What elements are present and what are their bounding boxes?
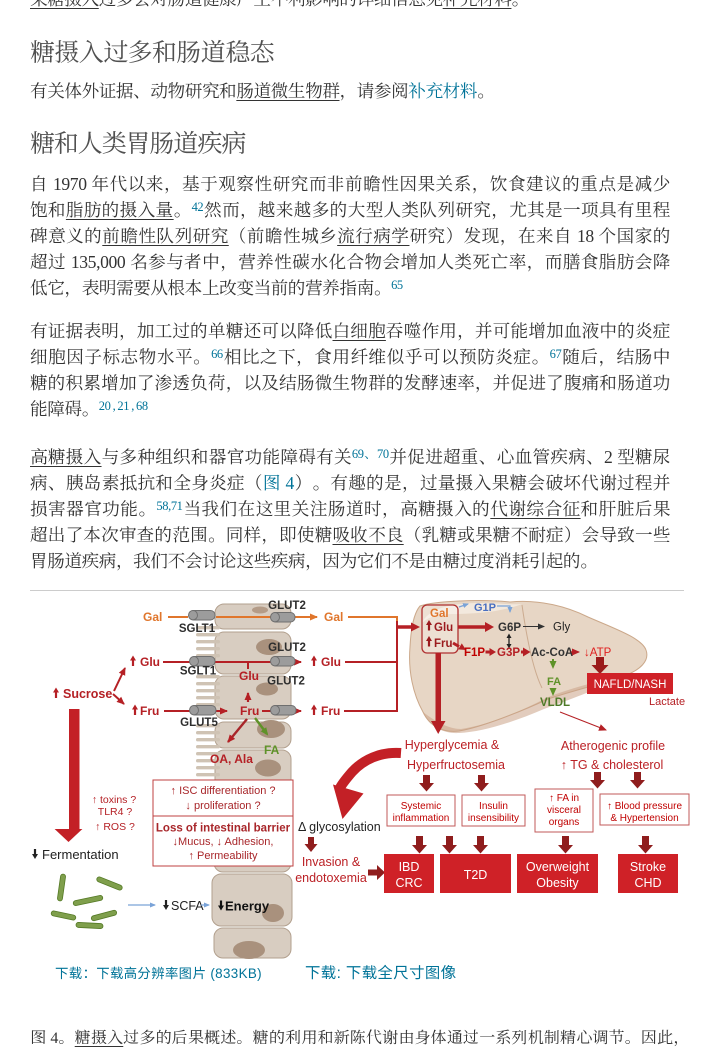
svg-text:Sucrose: Sucrose [63, 687, 112, 701]
svg-text:FA: FA [264, 743, 280, 757]
svg-text:VLDL: VLDL [540, 697, 570, 709]
svg-text:Insulin: Insulin [479, 801, 508, 812]
svg-text:GLUT2: GLUT2 [267, 676, 305, 688]
svg-text:Atherogenic profile: Atherogenic profile [561, 739, 665, 753]
svg-text:↑ toxins ?: ↑ toxins ? [92, 794, 137, 806]
svg-text:Gal: Gal [324, 610, 343, 624]
svg-text:↑ ISC differentiation ?: ↑ ISC differentiation ? [171, 785, 276, 797]
svg-text:Hyperglycemia &: Hyperglycemia & [405, 738, 500, 752]
svg-text:SGLT1: SGLT1 [179, 623, 216, 635]
svg-text:NAFLD/NASH: NAFLD/NASH [594, 679, 667, 691]
svg-text:CHD: CHD [634, 876, 661, 890]
svg-text:T2D: T2D [464, 868, 488, 882]
svg-text:insensibility: insensibility [468, 813, 519, 824]
svg-text:↓ATP: ↓ATP [584, 647, 612, 659]
svg-text:OA, Ala: OA, Ala [210, 752, 253, 766]
svg-text:Stroke: Stroke [630, 860, 666, 874]
svg-text:SCFA: SCFA [171, 899, 204, 913]
svg-text:Obesity: Obesity [536, 876, 579, 890]
svg-text:↓Mucus, ↓ Adhesion,: ↓Mucus, ↓ Adhesion, [173, 836, 274, 848]
svg-text:organs: organs [549, 817, 580, 828]
svg-text:Glu: Glu [321, 655, 341, 669]
svg-text:↑ FA in: ↑ FA in [549, 793, 579, 804]
svg-text:Gly: Gly [553, 622, 571, 634]
svg-text:Fru: Fru [240, 704, 259, 718]
svg-text:TLR4 ?: TLR4 ? [98, 806, 133, 818]
svg-text:endotoxemia: endotoxemia [295, 871, 367, 885]
svg-text:↑ Permeability: ↑ Permeability [188, 850, 258, 862]
svg-text:SGLT1: SGLT1 [180, 666, 217, 678]
svg-text:inflammation: inflammation [393, 813, 450, 824]
svg-text:GLUT2: GLUT2 [268, 600, 306, 612]
svg-text:G3P: G3P [497, 647, 520, 659]
svg-text:Loss of intestinal barrier: Loss of intestinal barrier [156, 823, 291, 835]
svg-text:Systemic: Systemic [401, 801, 442, 812]
svg-text:GLUT2: GLUT2 [268, 642, 306, 654]
svg-text:Gal: Gal [430, 608, 449, 620]
svg-text:Invasion &: Invasion & [302, 855, 361, 869]
svg-text:CRC: CRC [395, 876, 422, 890]
svg-text:visceral: visceral [547, 805, 581, 816]
svg-text:IBD: IBD [399, 860, 420, 874]
svg-text:Glu: Glu [239, 669, 259, 683]
svg-text:G6P: G6P [498, 622, 521, 634]
svg-text:Glu: Glu [434, 622, 453, 634]
svg-text:FA: FA [547, 676, 561, 688]
svg-text:Overweight: Overweight [526, 860, 590, 874]
svg-text:Fru: Fru [321, 704, 340, 718]
svg-text:Fermentation: Fermentation [42, 847, 119, 862]
svg-text:F1P: F1P [464, 647, 485, 659]
svg-text:Fru: Fru [434, 638, 453, 650]
svg-text:& Hypertension: & Hypertension [610, 813, 678, 824]
svg-text:Ac-CoA: Ac-CoA [531, 647, 573, 659]
svg-text:Gal: Gal [143, 610, 162, 624]
svg-text:G1P: G1P [474, 602, 496, 614]
svg-text:↑ Blood pressure: ↑ Blood pressure [607, 801, 682, 812]
svg-text:Lactate: Lactate [649, 696, 685, 708]
svg-text:↓ proliferation ?: ↓ proliferation ? [185, 800, 260, 812]
svg-text:Glu: Glu [140, 655, 160, 669]
svg-text:↑ ROS ?: ↑ ROS ? [95, 821, 135, 833]
svg-text:Δ glycosylation: Δ glycosylation [298, 820, 381, 834]
svg-text:Fru: Fru [140, 704, 159, 718]
svg-text:GLUT5: GLUT5 [180, 717, 218, 729]
svg-text:Energy: Energy [225, 899, 270, 914]
svg-text:↑ TG & cholesterol: ↑ TG & cholesterol [561, 758, 664, 772]
svg-text:Hyperfructosemia: Hyperfructosemia [407, 758, 505, 772]
